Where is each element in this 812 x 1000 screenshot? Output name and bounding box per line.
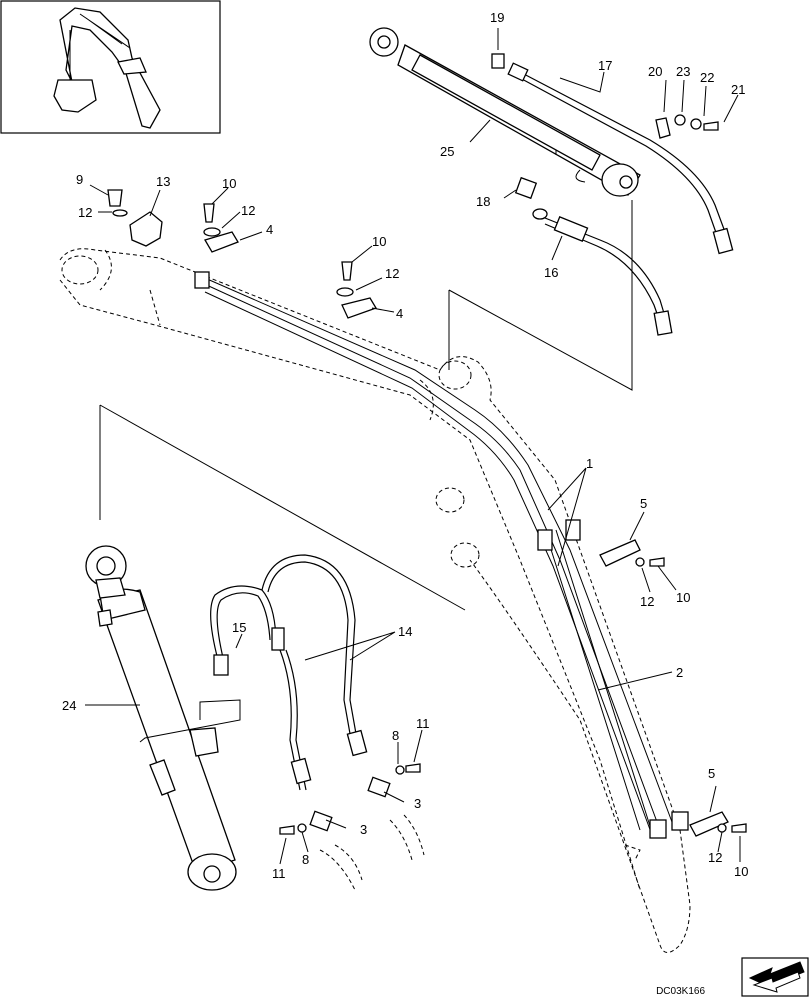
boom-steel-pipes [194, 271, 689, 839]
lower-cylinder [85, 545, 237, 891]
callout-13: 13 [156, 174, 170, 189]
callout-3b: 3 [360, 822, 367, 837]
machine-locator-inset [0, 0, 221, 134]
callout-9: 9 [76, 172, 83, 187]
callout-17: 17 [598, 58, 612, 73]
callout-21: 21 [731, 82, 745, 97]
callout-20: 20 [648, 64, 662, 79]
callout-12e: 12 [708, 850, 722, 865]
leader-lines [85, 28, 741, 865]
callout-10d: 10 [734, 864, 748, 879]
callout-3a: 3 [414, 796, 421, 811]
callout-12d: 12 [640, 594, 654, 609]
callout-25: 25 [440, 144, 454, 159]
callout-18: 18 [476, 194, 490, 209]
callout-labels: 19 17 20 23 22 21 25 18 16 9 13 10 12 12… [62, 10, 748, 881]
callout-8b: 8 [302, 852, 309, 867]
callout-14: 14 [398, 624, 412, 639]
hose-16 [532, 208, 673, 336]
orientation-arrow-icon [741, 957, 809, 997]
guide-lines [99, 404, 466, 743]
callout-12b: 12 [241, 203, 255, 218]
callout-22: 22 [700, 70, 714, 85]
callout-10a: 10 [222, 176, 236, 191]
callout-15: 15 [232, 620, 246, 635]
callout-24: 24 [62, 698, 76, 713]
callout-12c: 12 [385, 266, 399, 281]
callout-8a: 8 [392, 728, 399, 743]
callout-1: 1 [586, 456, 593, 471]
callout-5b: 5 [708, 766, 715, 781]
callout-4a: 4 [266, 222, 273, 237]
callout-10c: 10 [676, 590, 690, 605]
upper-cylinder [369, 27, 641, 391]
top-fittings [107, 53, 747, 837]
callout-5a: 5 [640, 496, 647, 511]
callout-19: 19 [490, 10, 504, 25]
callout-16: 16 [544, 265, 558, 280]
drawing-code: DC03K166 [656, 986, 705, 997]
hose-17 [507, 62, 734, 255]
callout-12a: 12 [78, 205, 92, 220]
arm-ghost-outline [59, 248, 691, 953]
callout-23: 23 [676, 64, 690, 79]
lower-hoses [210, 554, 425, 891]
callout-11a: 11 [416, 716, 430, 731]
callout-4b: 4 [396, 306, 403, 321]
callout-2: 2 [676, 665, 683, 680]
callout-11b: 11 [272, 866, 286, 881]
callout-10b: 10 [372, 234, 386, 249]
